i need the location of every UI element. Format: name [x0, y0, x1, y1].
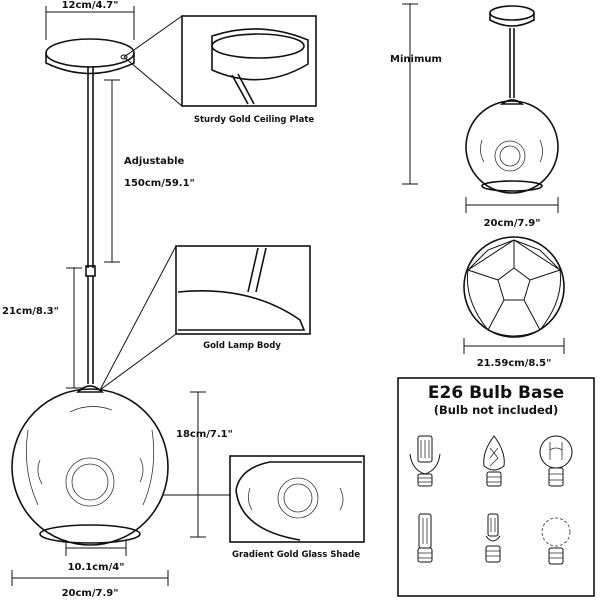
bulb-panel-subtitle: (Bulb not included)	[434, 403, 559, 417]
bottom-view-drawing	[463, 236, 565, 338]
body-height-label: 21cm/8.3"	[2, 306, 59, 317]
main-pendant-drawing	[11, 38, 169, 546]
body-height-dimension: 21cm/8.3"	[2, 267, 82, 389]
bottom-width-label: 21.59cm/8.5"	[477, 358, 552, 369]
candle-bulb-icon	[483, 435, 505, 487]
small-corn-bulb-icon	[485, 513, 501, 563]
bottom-width-dimension: 21.59cm/8.5"	[463, 338, 565, 369]
minimum-dimension: Minimum	[390, 3, 442, 185]
bulb-panel: E26 Bulb Base (Bulb not included)	[397, 377, 595, 597]
opening-width-dimension: 10.1cm/4"	[65, 540, 127, 573]
shade-height-label: 18cm/7.1"	[176, 429, 233, 440]
adjustable-title: Adjustable	[124, 156, 185, 167]
canopy-width-dimension: 12cm/4.7"	[45, 0, 135, 40]
adjustable-dimension: Adjustable 150cm/59.1"	[104, 79, 195, 263]
lamp-body-callout: Gold Lamp Body	[99, 245, 311, 391]
globe-bulb-icon	[541, 517, 571, 565]
side-width-label: 20cm/7.9"	[484, 218, 541, 229]
led-stick-bulb-icon	[417, 513, 433, 563]
side-width-dimension: 20cm/7.9"	[465, 197, 559, 229]
opening-width-label: 10.1cm/4"	[68, 562, 125, 573]
shade-width-dimension: 20cm/7.9"	[11, 570, 169, 599]
bulb-panel-title: E26 Bulb Base	[428, 383, 564, 403]
glass-shade-callout: Gradient Gold Glass Shade	[162, 455, 365, 560]
ceiling-plate-label: Sturdy Gold Ceiling Plate	[194, 115, 315, 125]
lamp-body-label: Gold Lamp Body	[203, 341, 281, 351]
edison-bulb-icon	[539, 435, 573, 487]
glass-shade-label: Gradient Gold Glass Shade	[232, 550, 360, 560]
minimum-label: Minimum	[390, 54, 442, 65]
canopy-width-label: 12cm/4.7"	[62, 0, 119, 11]
shade-height-dimension: 18cm/7.1"	[176, 391, 233, 538]
adjustable-value: 150cm/59.1"	[124, 178, 195, 189]
shade-width-label: 20cm/7.9"	[62, 588, 119, 599]
ceiling-plate-callout: Sturdy Gold Ceiling Plate	[123, 15, 317, 125]
corn-bulb-icon	[409, 435, 441, 487]
side-view-drawing	[465, 5, 559, 194]
